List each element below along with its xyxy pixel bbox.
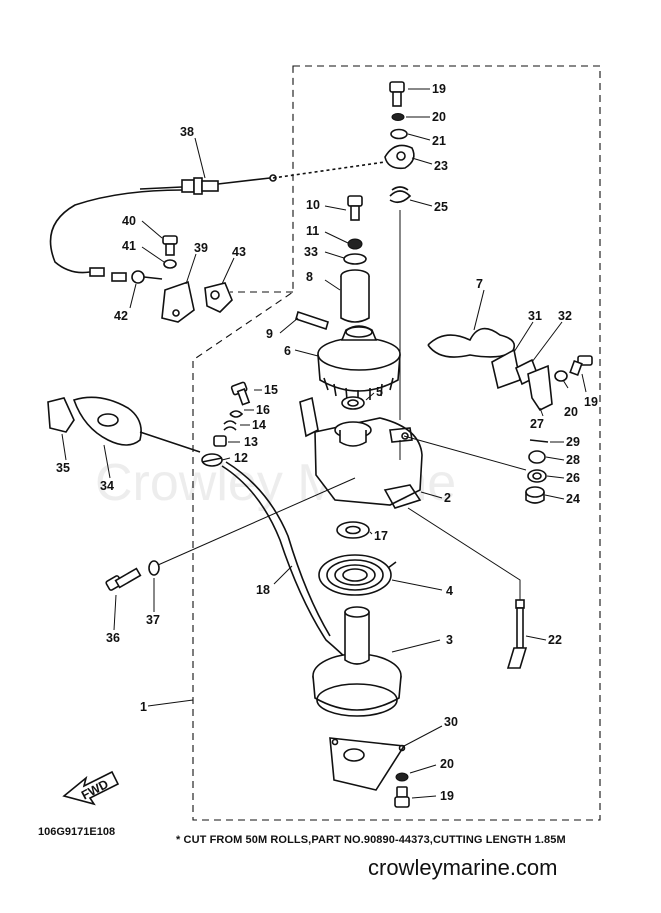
diagram-code: 106G9171E108	[38, 826, 116, 838]
bushing-24	[525, 486, 545, 504]
label-7: 7	[476, 277, 483, 291]
bolt-36	[105, 567, 142, 591]
bracket-39	[161, 280, 195, 323]
starter-shaft-22	[506, 599, 528, 669]
cam-gear-6	[317, 325, 401, 402]
cotter-pin-29	[529, 439, 549, 443]
starter-housing-2	[299, 396, 423, 509]
clamp-43	[204, 282, 233, 313]
label-26: 26	[566, 471, 580, 485]
label-19-right: 19	[584, 395, 598, 409]
roller-26	[527, 469, 547, 483]
nut-11	[347, 238, 363, 250]
recoil-spring-4	[318, 554, 397, 596]
label-30: 30	[444, 715, 458, 729]
website-link[interactable]: crowleymarine.com	[368, 855, 558, 880]
screw-40	[162, 235, 178, 256]
screw-19-right	[569, 355, 593, 377]
label-31: 31	[528, 309, 542, 323]
label-20-right: 20	[564, 405, 578, 419]
label-4: 4	[446, 584, 453, 598]
label-11: 11	[306, 224, 319, 238]
washer-5	[341, 396, 365, 410]
label-27: 27	[530, 417, 544, 431]
label-17: 17	[374, 529, 388, 543]
label-20-bottom: 20	[440, 757, 454, 771]
label-34: 34	[100, 479, 114, 493]
label-5: 5	[376, 385, 383, 399]
label-13: 13	[244, 435, 258, 449]
washer-33	[343, 253, 367, 265]
label-25: 25	[434, 200, 448, 214]
washer-37	[148, 560, 160, 576]
washer-41	[163, 259, 177, 269]
washer-20-bottom	[395, 772, 409, 782]
washer-21	[390, 128, 408, 140]
label-24: 24	[566, 492, 580, 506]
throttle-cable-38	[49, 161, 386, 277]
washer-20-top	[391, 113, 405, 121]
label-6: 6	[284, 344, 291, 358]
bracket-27	[527, 364, 553, 412]
label-20-top: 20	[432, 110, 446, 124]
bolt-19-bottom	[394, 786, 410, 808]
label-36: 36	[106, 631, 120, 645]
label-9: 9	[266, 327, 273, 341]
label-10: 10	[306, 198, 320, 212]
bracket-23	[384, 144, 415, 170]
label-8: 8	[306, 270, 313, 284]
label-2: 2	[444, 491, 451, 505]
spring-16	[229, 410, 244, 418]
label-38: 38	[180, 125, 194, 139]
spring-14	[223, 420, 237, 431]
connector-42	[111, 270, 163, 284]
bolt-19-top	[389, 81, 405, 107]
label-32: 32	[558, 309, 572, 323]
cable-holder-12	[201, 453, 223, 467]
label-16: 16	[256, 403, 270, 417]
label-37: 37	[146, 613, 160, 627]
plate-30	[329, 737, 406, 791]
label-43: 43	[232, 245, 246, 259]
collar-13	[213, 435, 227, 447]
label-15: 15	[264, 383, 278, 397]
pulley-3	[312, 606, 402, 717]
label-23: 23	[434, 159, 448, 173]
label-19-bottom: 19	[440, 789, 454, 803]
label-39: 39	[194, 241, 208, 255]
grip-35	[47, 397, 75, 433]
label-42: 42	[114, 309, 128, 323]
label-1: 1	[140, 700, 147, 714]
assembly-boundary-line	[192, 65, 601, 821]
label-14: 14	[252, 418, 266, 432]
label-29: 29	[566, 435, 580, 449]
label-12: 12	[234, 451, 248, 465]
label-35: 35	[56, 461, 70, 475]
label-19-top: 19	[432, 82, 446, 96]
pin-9	[295, 310, 329, 331]
label-33: 33	[304, 245, 318, 259]
nut-28	[528, 450, 546, 464]
spring-25	[389, 186, 412, 204]
handle-34	[72, 396, 201, 453]
bolt-10	[347, 195, 363, 221]
spring-clip-7	[427, 327, 516, 358]
label-41: 41	[122, 239, 136, 253]
label-22: 22	[548, 633, 562, 647]
label-40: 40	[122, 214, 136, 228]
sleeve-8	[340, 269, 370, 323]
bolt-15	[230, 381, 251, 406]
washer-17	[336, 521, 370, 539]
forward-arrow-icon: FWD	[62, 770, 120, 806]
label-28: 28	[566, 453, 580, 467]
label-3: 3	[446, 633, 453, 647]
label-21: 21	[432, 134, 446, 148]
washer-20-right	[554, 370, 568, 382]
footnote-text: * CUT FROM 50M ROLLS,PART NO.90890-44373…	[176, 834, 566, 846]
rope-18	[221, 461, 351, 663]
label-18: 18	[256, 583, 270, 597]
